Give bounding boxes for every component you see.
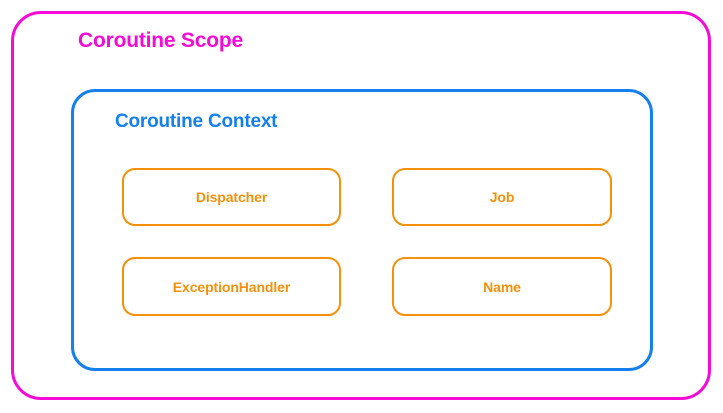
- component-label-name: Name: [483, 278, 521, 295]
- coroutine-context-container: [71, 89, 653, 371]
- component-label-dispatcher: Dispatcher: [195, 189, 268, 205]
- component-box-name: Name: [392, 257, 612, 316]
- coroutine-context-label: Coroutine Context: [115, 111, 278, 132]
- coroutine-scope-label: Coroutine Scope: [78, 29, 244, 52]
- component-box-exceptionhandler: ExceptionHandler: [122, 257, 341, 316]
- component-box-dispatcher: Dispatcher: [122, 168, 341, 226]
- coroutine-scope-container: [11, 11, 711, 400]
- component-label-exceptionhandler: ExceptionHandler: [172, 278, 291, 295]
- component-label-job: Job: [489, 189, 515, 205]
- component-box-job: Job: [392, 168, 612, 226]
